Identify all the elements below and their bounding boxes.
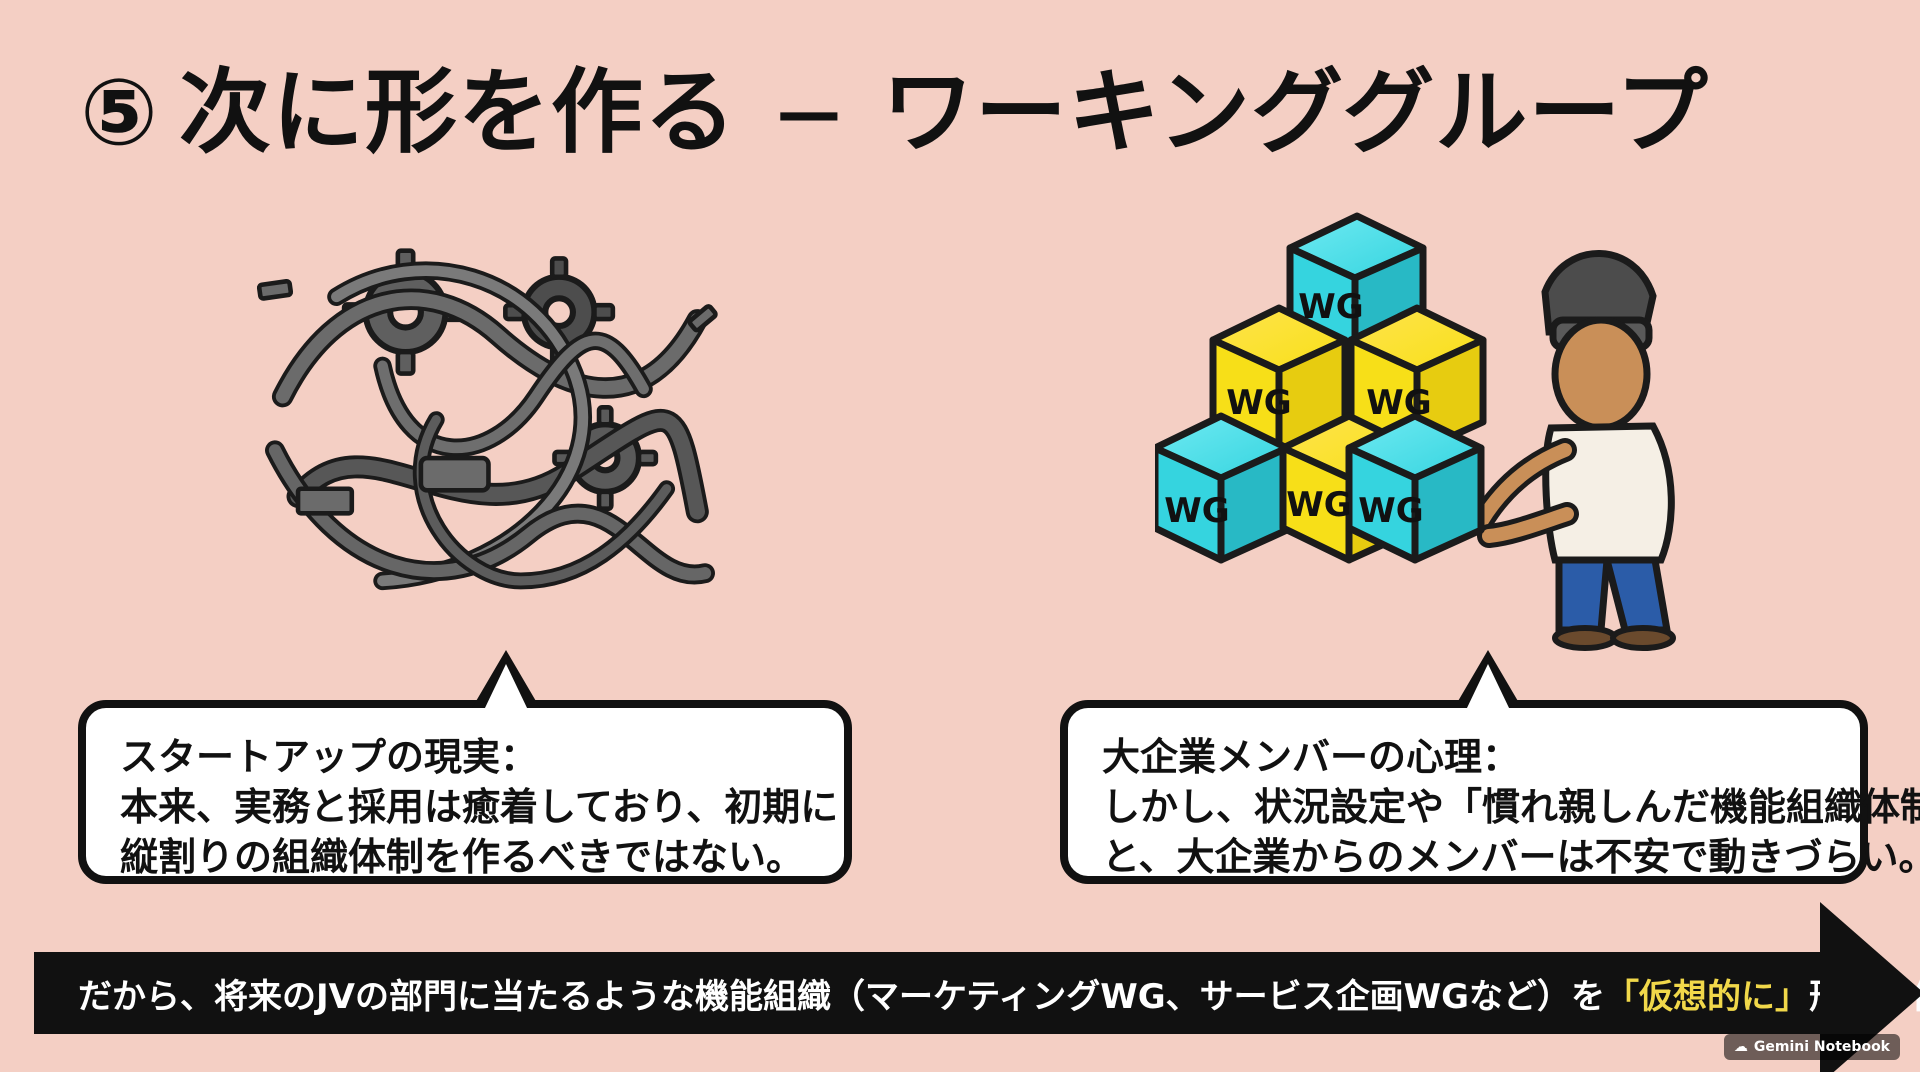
gear-icon <box>341 248 470 376</box>
wg-label-3: WG <box>1366 383 1431 423</box>
left-bubble-line-1: スタートアップの現実： <box>120 735 539 779</box>
left-bubble-line-3: 縦割りの組織体制を作るべきではない。 <box>120 835 805 880</box>
right-bubble-line-2: しかし、状況設定や「慣れ親しんだ機能組織体制」 <box>1102 785 1920 830</box>
conclusion-after: 形だけ作る。 <box>1809 976 1920 1017</box>
person-illustration <box>1469 250 1676 651</box>
right-bubble-line-3: と、大企業からのメンバーは不安で動きづらい。 <box>1102 835 1920 880</box>
wg-block <box>1279 412 1419 564</box>
enterprise-psychology-bubble: 大企業メンバーの心理： しかし、状況設定や「慣れ親しんだ機能組織体制」 と、大企… <box>1060 650 1920 884</box>
right-bubble-line-1: 大企業メンバーの心理： <box>1102 735 1521 779</box>
tangled-cables-gears-illustration <box>256 248 718 591</box>
title-main: 次に形を作る <box>178 59 737 166</box>
title-number: ⑤ <box>80 59 159 166</box>
watermark-icon: ☁ <box>1733 1039 1748 1055</box>
watermark-label: Gemini Notebook <box>1753 1039 1890 1055</box>
wg-block <box>1347 304 1487 456</box>
wg-blocks-and-person-illustration: WG WG WG WG WG WG <box>1155 212 1676 651</box>
wg-block <box>1209 304 1349 456</box>
conclusion-highlight: 「仮想的に」 <box>1605 976 1810 1017</box>
title-dash: — <box>776 76 842 150</box>
wg-label-5: WG <box>1286 485 1351 525</box>
wg-label-2: WG <box>1226 383 1291 423</box>
page-title: ⑤ 次に形を作る — ワーキンググループ <box>80 48 1860 178</box>
wg-label-6: WG <box>1358 491 1423 531</box>
conclusion-before: だから、将来のJVの部門に当たるような機能組織（マーケティングWG、サービス企画… <box>78 976 1606 1017</box>
watermark: ☁ Gemini Notebook <box>1723 1034 1900 1060</box>
gear-icon <box>552 405 659 512</box>
startup-reality-bubble: スタートアップの現実： 本来、実務と採用は癒着しており、初期に 縦割りの組織体制… <box>78 650 852 884</box>
left-bubble-line-2: 本来、実務と採用は癒着しており、初期に <box>120 785 839 830</box>
wg-label-4: WG <box>1164 491 1229 531</box>
conclusion-banner: だから、将来のJVの部門に当たるような機能組織（マーケティングWG、サービス企画… <box>34 902 1920 1072</box>
wg-block <box>1155 412 1291 564</box>
title-sub: ワーキンググループ <box>881 59 1709 166</box>
gear-icon <box>503 256 616 369</box>
wg-label-1: WG <box>1298 287 1363 327</box>
wg-block <box>1286 212 1427 364</box>
wg-block <box>1345 412 1485 564</box>
